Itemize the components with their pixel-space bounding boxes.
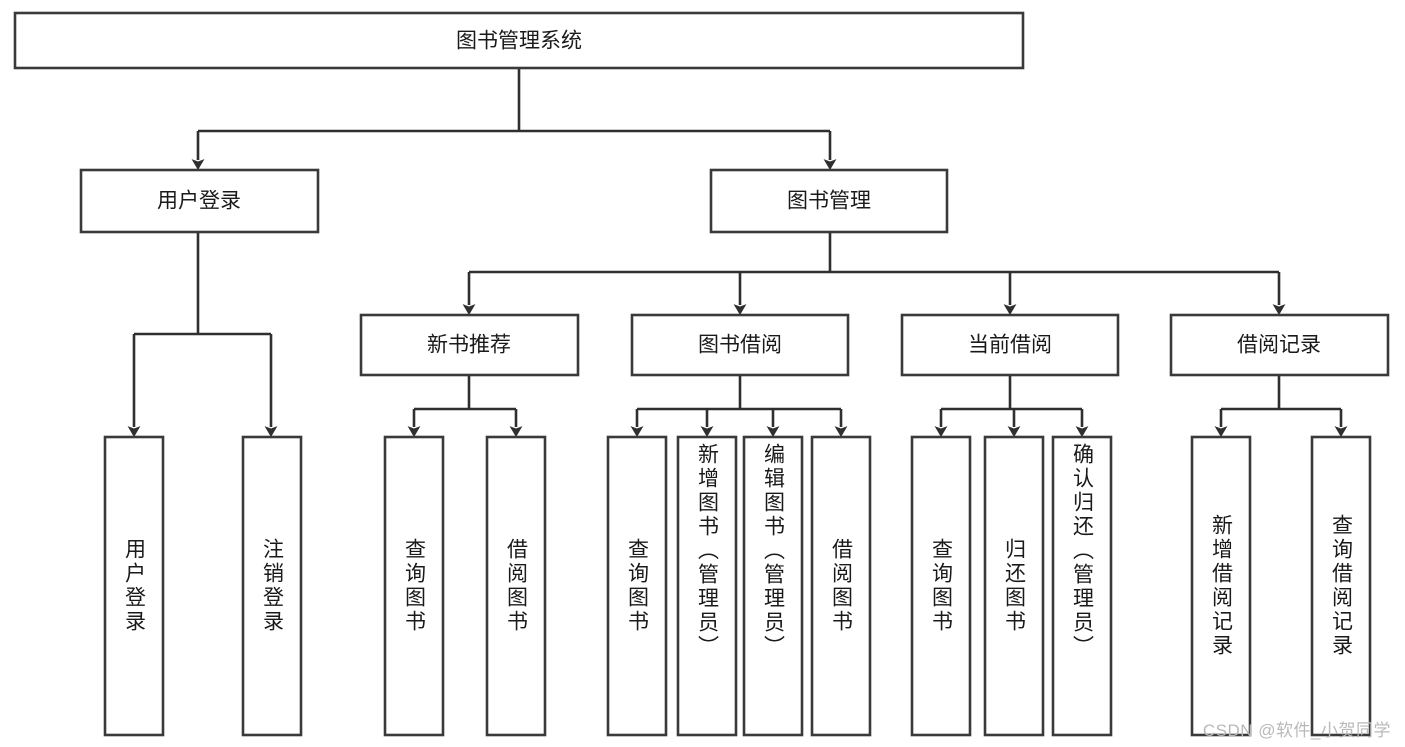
leaf-box-query-book-bor[interactable] xyxy=(606,435,668,737)
leaf-box-borrow-book-rec[interactable] xyxy=(485,435,547,737)
node-borrow-record[interactable]: 借阅记录 xyxy=(1169,313,1390,377)
node-book-borrow[interactable]: 图书借阅 xyxy=(630,313,850,377)
leaf-box-add-borrow-record[interactable] xyxy=(1190,435,1252,737)
node-new-book-recommend-box[interactable] xyxy=(359,313,580,377)
node-user-login[interactable]: 用户登录 xyxy=(79,168,320,234)
leaf-box-return-book[interactable] xyxy=(983,435,1045,737)
leaf-box-user-login[interactable] xyxy=(103,435,165,737)
leaf-box-query-book-rec[interactable] xyxy=(383,435,445,737)
leaf-box-borrow-book-bor[interactable] xyxy=(810,435,872,737)
node-user-login-box[interactable] xyxy=(79,168,320,234)
node-book-borrow-label: 图书借阅 xyxy=(698,334,782,357)
node-current-borrow[interactable]: 当前借阅 xyxy=(900,313,1120,377)
leaf-box-user-logout[interactable] xyxy=(241,435,303,737)
node-root-label: 图书管理系统 xyxy=(456,30,582,53)
node-user-login-label: 用户登录 xyxy=(157,190,241,213)
node-new-book-recommend[interactable]: 新书推荐 xyxy=(359,313,580,377)
node-current-borrow-box[interactable] xyxy=(900,313,1120,377)
leaf-box-add-book-admin[interactable] xyxy=(676,435,738,737)
node-new-book-recommend-label: 新书推荐 xyxy=(427,334,511,357)
csdn-watermark: CSDN @软件_小贺同学 xyxy=(1202,721,1391,740)
leaf-box-query-book-cur[interactable] xyxy=(910,435,972,737)
node-borrow-record-box[interactable] xyxy=(1169,313,1390,377)
leaf-box-query-borrow-record[interactable] xyxy=(1310,435,1372,737)
connector-layer xyxy=(127,68,1348,438)
node-borrow-record-label: 借阅记录 xyxy=(1237,334,1321,357)
node-root-box[interactable] xyxy=(13,11,1025,70)
leaf-box-layer xyxy=(103,435,1372,737)
node-root[interactable]: 图书管理系统 xyxy=(13,11,1025,70)
node-current-borrow-label: 当前借阅 xyxy=(968,334,1052,357)
node-book-borrow-box[interactable] xyxy=(630,313,850,377)
node-book-management-label: 图书管理 xyxy=(787,190,871,213)
leaf-box-edit-book-admin[interactable] xyxy=(742,435,804,737)
leaf-box-confirm-return-admin[interactable] xyxy=(1051,435,1113,737)
node-book-management-box[interactable] xyxy=(709,168,949,234)
node-book-management[interactable]: 图书管理 xyxy=(709,168,949,234)
